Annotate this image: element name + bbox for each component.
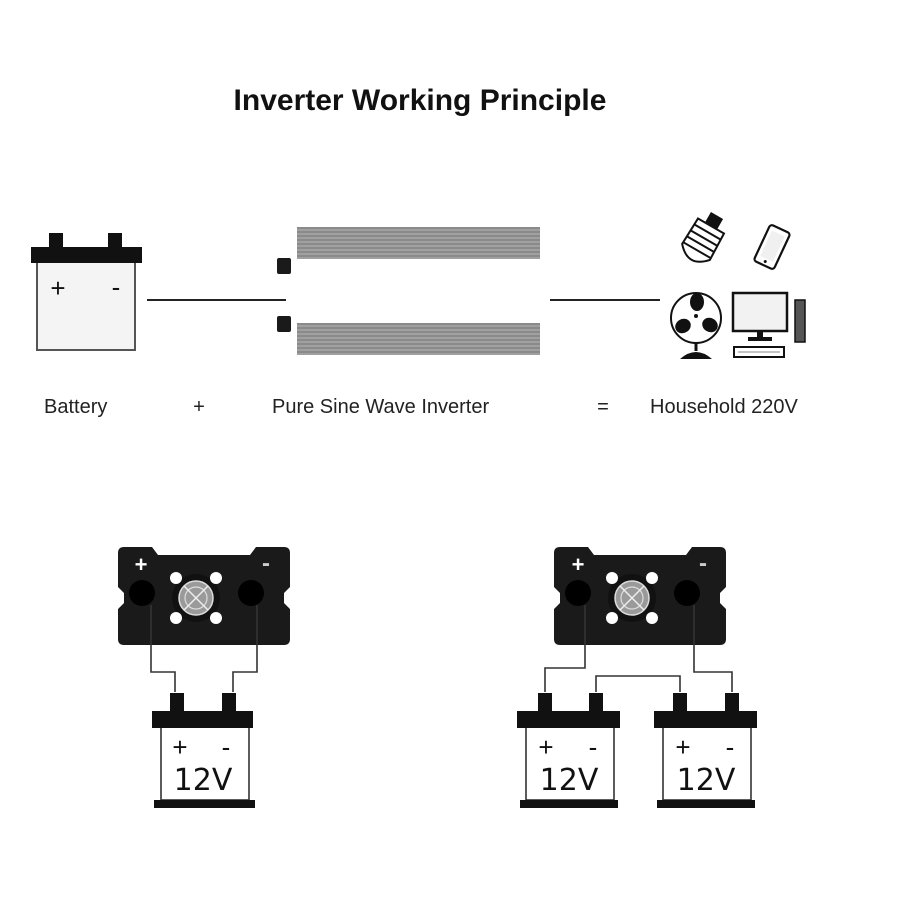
screw-hole xyxy=(170,612,182,624)
equals-sign: = xyxy=(597,396,609,418)
light-bulb-icon xyxy=(681,212,726,263)
inverter-label: Pure Sine Wave Inverter xyxy=(272,396,489,418)
screw-hole xyxy=(646,572,658,584)
wire-parallel-link xyxy=(595,675,681,692)
panel-right-negative-sign: - xyxy=(699,550,707,577)
negative-terminal xyxy=(674,580,700,606)
single-battery-voltage: 12V xyxy=(174,763,233,798)
parallel-battery-1-voltage: 12V xyxy=(540,763,599,798)
diagram-title: Inverter Working Principle xyxy=(234,84,607,117)
inverter-terminal-top xyxy=(277,258,291,274)
single-battery-positive: + xyxy=(172,732,187,762)
screw-hole xyxy=(606,612,618,624)
battery-negative-sign: - xyxy=(112,272,121,302)
wire-parallel-negative xyxy=(693,605,733,692)
battery-positive-sign: + xyxy=(50,273,65,303)
parallel-battery-1-negative: - xyxy=(589,732,598,762)
parallel-battery-2-voltage: 12V xyxy=(677,763,736,798)
parallel-battery-1: + - 12V xyxy=(517,693,620,808)
panel-right-positive-sign: + xyxy=(572,552,585,577)
screw-hole xyxy=(210,612,222,624)
wire-left-positive xyxy=(150,605,176,692)
screw-hole xyxy=(646,612,658,624)
single-battery-negative: - xyxy=(222,732,231,762)
battery-icon: + - xyxy=(31,233,142,351)
inverter-terminal-bottom xyxy=(277,316,291,332)
parallel-battery-2-negative: - xyxy=(726,732,735,762)
negative-terminal xyxy=(238,580,264,606)
panel-left-negative-sign: - xyxy=(262,550,270,577)
desktop-computer-icon xyxy=(731,291,806,358)
parallel-battery-2-positive: + xyxy=(675,732,690,762)
fan-icon xyxy=(670,292,722,359)
output-label: Household 220V xyxy=(650,396,799,418)
positive-terminal xyxy=(565,580,591,606)
inverter-panel-right: + - xyxy=(554,547,726,645)
screw-hole xyxy=(170,572,182,584)
panel-left-positive-sign: + xyxy=(135,552,148,577)
wire-parallel-positive xyxy=(544,605,586,692)
positive-terminal xyxy=(129,580,155,606)
inverter-icon xyxy=(277,227,540,355)
battery-label: Battery xyxy=(44,396,107,418)
smartphone-icon xyxy=(753,224,791,270)
wire-left-negative xyxy=(232,605,258,692)
screw-hole xyxy=(210,572,222,584)
single-battery-icon: + - 12V xyxy=(152,693,255,808)
plus-sign: + xyxy=(193,396,205,418)
screw-hole xyxy=(606,572,618,584)
inverter-panel-left: + - xyxy=(118,547,290,645)
parallel-battery-1-positive: + xyxy=(538,732,553,762)
parallel-battery-2: + - 12V xyxy=(654,693,757,808)
